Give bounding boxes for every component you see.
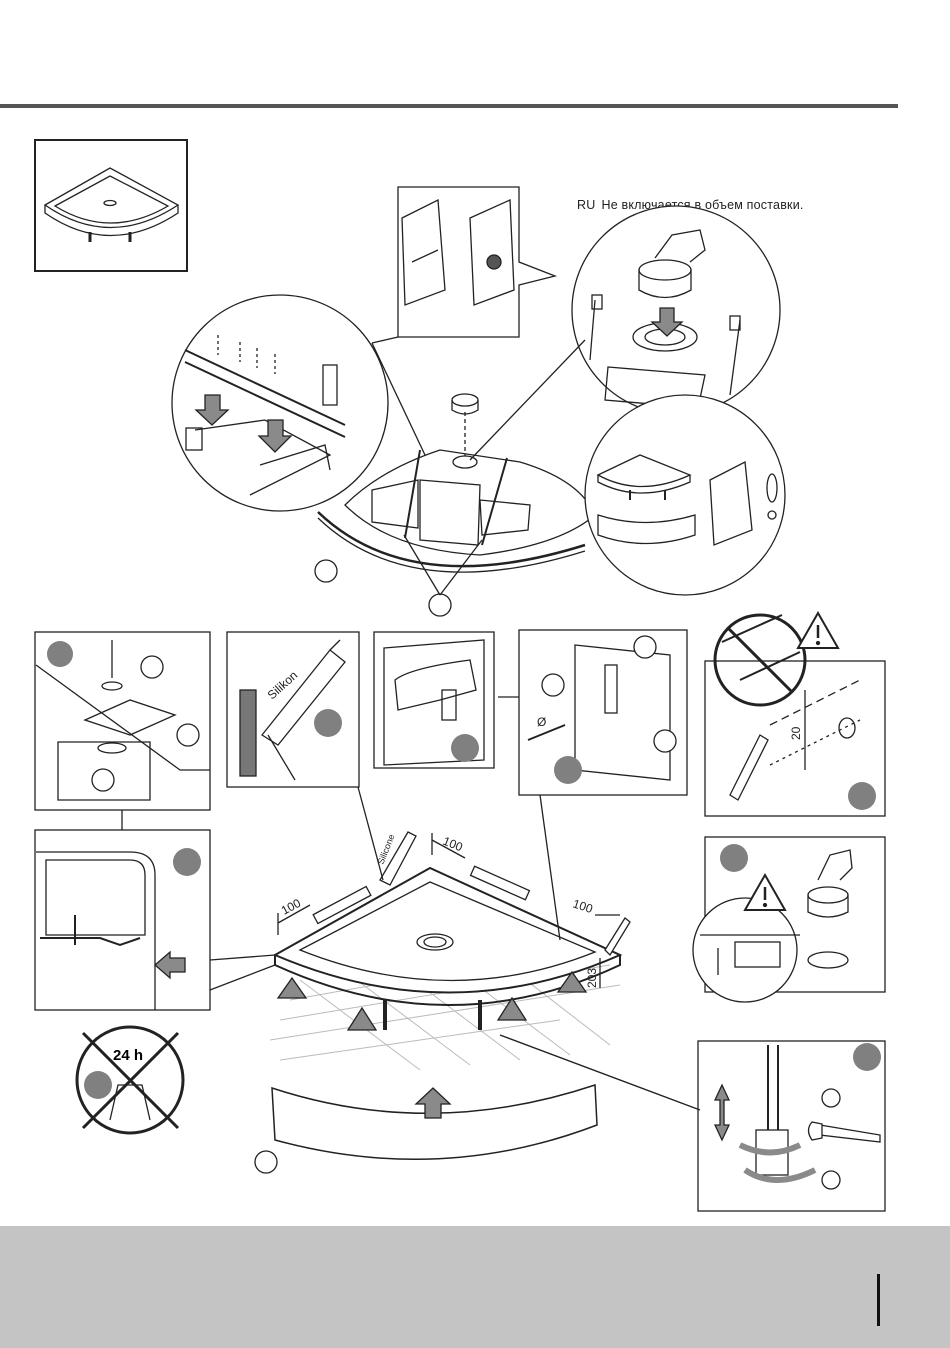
manuals-callout [372,187,555,343]
dia-label: Ø [537,715,546,729]
no-use-24h-icon [77,1027,183,1133]
panel-wall-mount [374,632,494,768]
warning-icon [798,613,838,648]
dim-100-left-label: 100 [279,896,304,918]
panel-screw-fixing [35,632,210,810]
apron-panel [255,1085,597,1173]
time-24h-label: 24 h [113,1047,143,1064]
main-tray-install [210,787,700,1110]
dim-100-top-label: 100 [441,834,465,855]
dim-100-right-label: 100 [571,897,595,917]
no-drill-icon [715,615,805,705]
footer-band [0,1226,950,1348]
installation-diagram: Silikon Silicone 24 h 20 100 100 100 203… [0,0,950,1226]
rail-detail-circle [172,295,388,511]
contents-detail-circle [585,395,785,595]
wrench-icon [809,1122,881,1142]
product-thumbnail [35,140,187,271]
panel-drilling [498,630,687,795]
dim-20-label: 20 [789,726,803,740]
footer-marker [877,1274,880,1326]
panel-foot-adjust [698,1041,885,1211]
drain-detail-circle [572,206,780,414]
warning-icon [745,875,785,910]
panel-silicone [227,632,359,787]
dim-203-label: 203 [585,968,599,988]
panel-section-detail [35,810,210,1010]
panel-drain-warning [693,837,885,1002]
